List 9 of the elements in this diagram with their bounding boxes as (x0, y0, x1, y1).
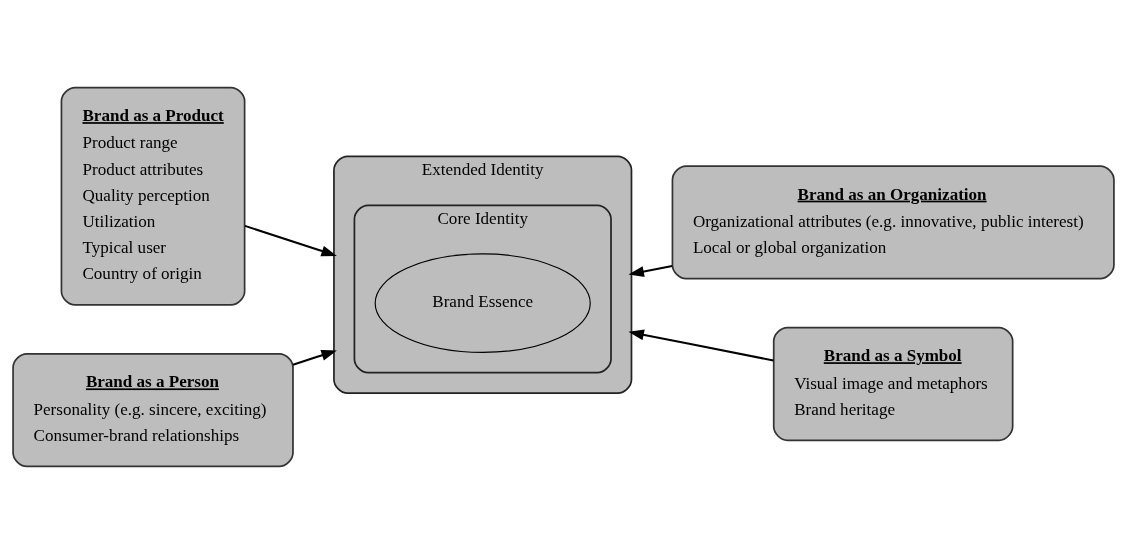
arrow (628, 264, 673, 277)
node-box: Brand as a Person Personality (e.g. sincere, exciting) Consumer-brand relationships (12, 352, 294, 468)
node-box: Brand as a Product Product range Product attributes Quality perception Utilization Typical user Country of origin (60, 86, 246, 306)
arrow (628, 329, 774, 362)
arrow (292, 350, 337, 366)
arrow (244, 224, 337, 257)
node-box: Brand as a Symbol Visual image and metaphors Brand heritage (772, 326, 1014, 442)
node-box: Brand as an Organization Organizational attributes (e.g. innovative, public interest) Local or global organization (671, 165, 1115, 280)
node-ellipse: Brand Essence (374, 253, 591, 353)
